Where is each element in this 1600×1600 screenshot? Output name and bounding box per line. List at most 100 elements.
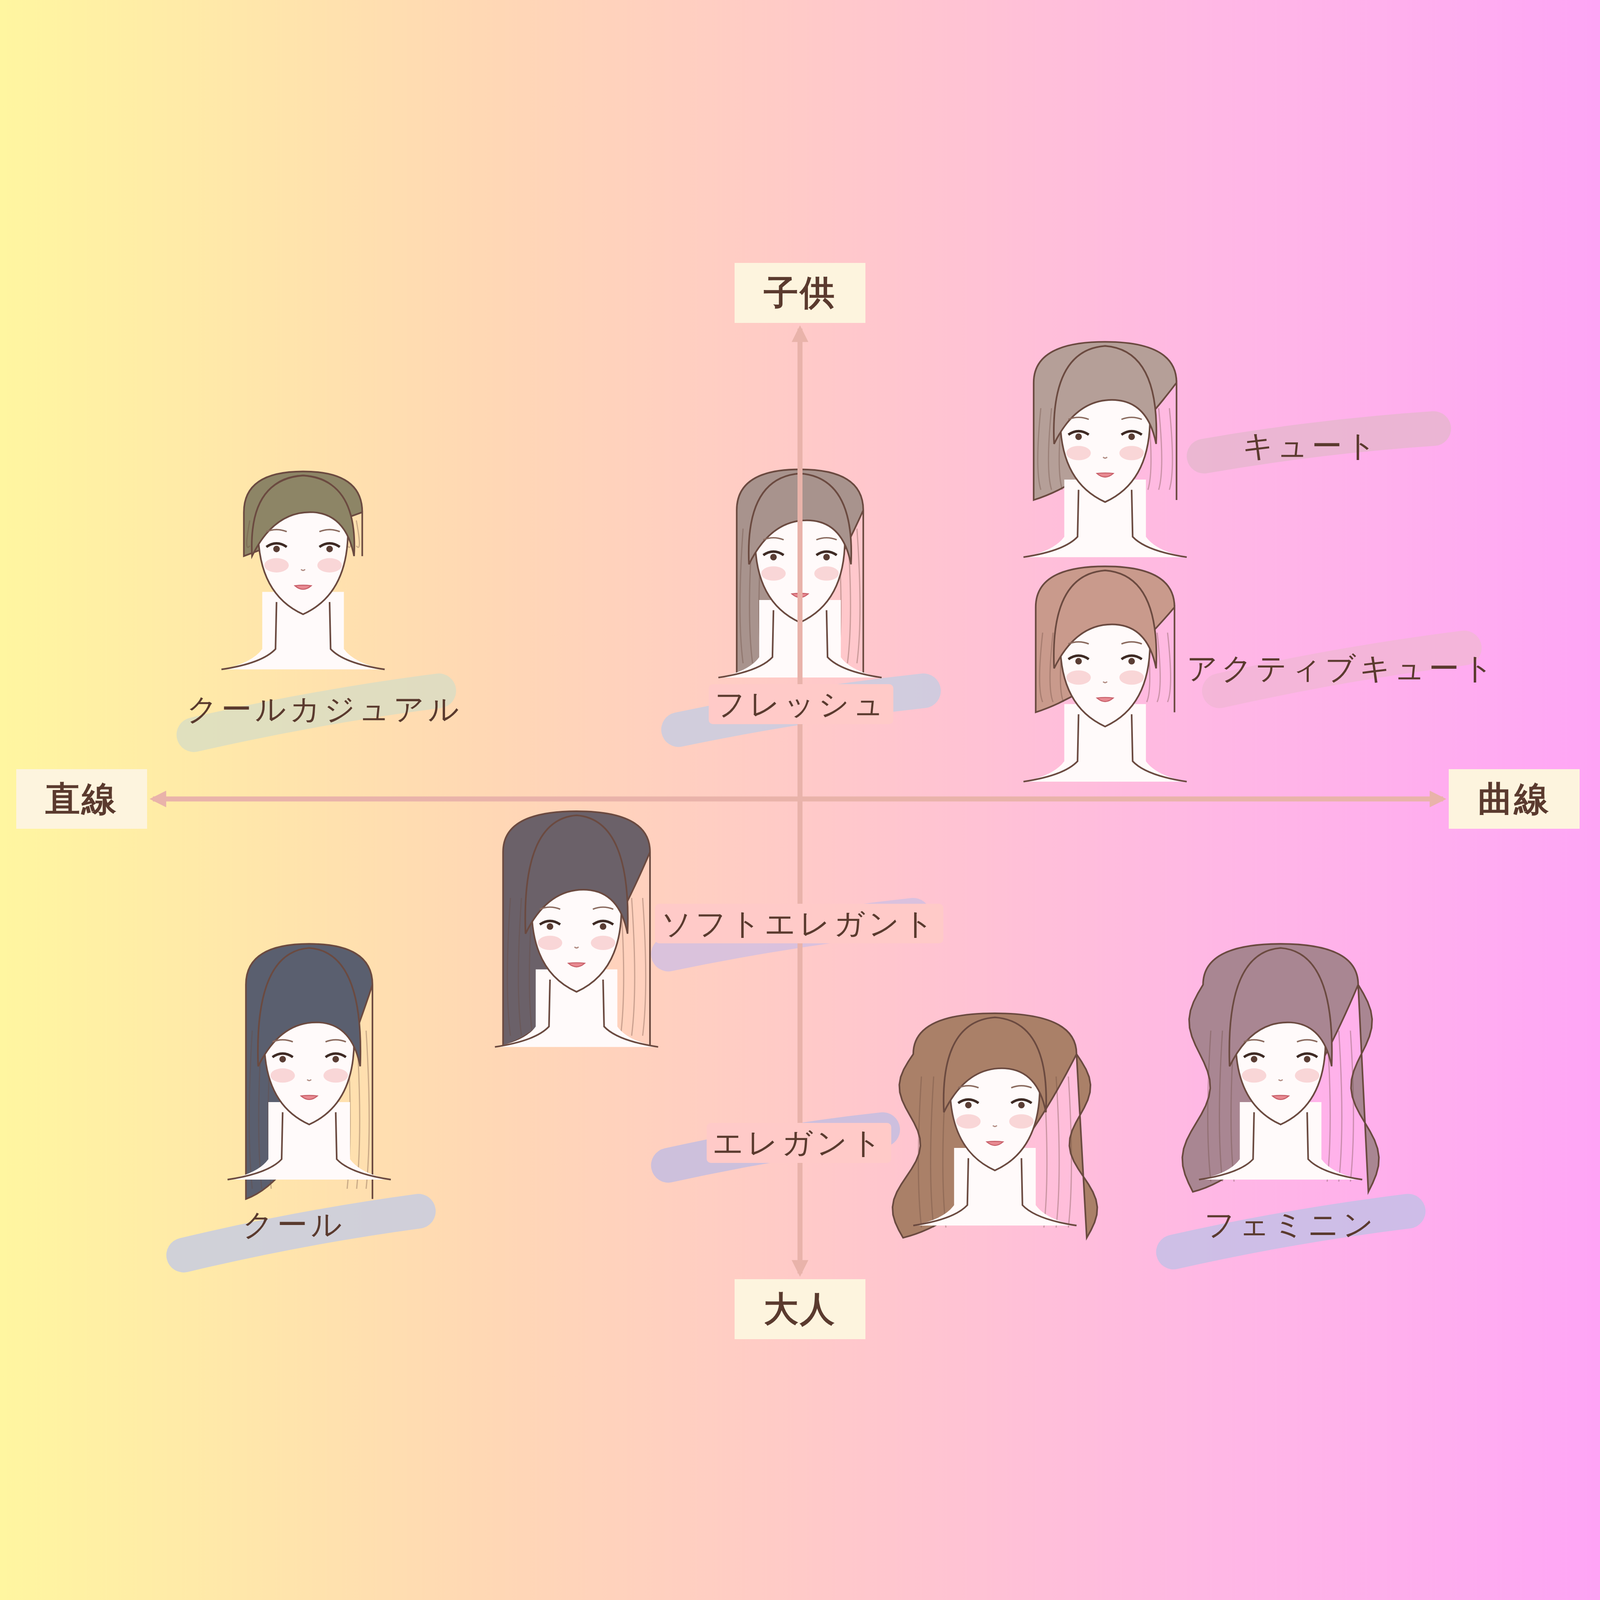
blush — [956, 1114, 981, 1129]
pupil — [1303, 1055, 1311, 1063]
hair-strand — [1219, 1030, 1223, 1182]
hair-strand — [1338, 1030, 1342, 1182]
blush — [1119, 670, 1145, 685]
face-figure — [892, 1013, 1098, 1238]
hair-bangs — [943, 1017, 1047, 1113]
style-type-label-holder: フェミニン — [1198, 1204, 1383, 1245]
hair-strand — [1037, 408, 1041, 490]
hair-strand — [1350, 1030, 1354, 1182]
nose — [307, 1079, 312, 1081]
eyebrow — [1297, 1040, 1318, 1043]
blush — [317, 558, 343, 573]
hair-strand — [1157, 632, 1160, 703]
hair-strand — [507, 897, 511, 1036]
blush — [264, 558, 289, 573]
hair-bangs — [525, 815, 628, 934]
eyebrow — [1243, 1040, 1265, 1043]
style-type-label: アクティブキュート — [1186, 650, 1498, 686]
blush — [590, 935, 616, 950]
style-type-label: クールカジュアル — [186, 691, 463, 727]
axis-label: 子供 — [763, 272, 837, 314]
pupil — [965, 1101, 972, 1109]
blush — [537, 935, 563, 950]
axis-label-box: 大人 — [734, 1279, 866, 1340]
pupil — [1128, 657, 1135, 665]
axis-label-box: 曲線 — [1448, 769, 1580, 830]
hair-strand — [246, 520, 250, 548]
nose — [574, 947, 579, 948]
face-figure — [1182, 943, 1380, 1192]
hair-strand — [930, 1076, 934, 1228]
hair-strand — [918, 1076, 922, 1228]
axis-label: 曲線 — [1477, 778, 1551, 820]
hair-strand — [249, 1030, 253, 1189]
lips — [1272, 1095, 1289, 1100]
pupil — [332, 1055, 340, 1063]
eyebrow — [1068, 641, 1089, 644]
eyebrow — [319, 529, 340, 532]
hair-strand — [1158, 408, 1162, 490]
brush-strokes — [183, 428, 1465, 1256]
nose — [1102, 457, 1108, 458]
hair-strand — [857, 528, 860, 664]
style-type-label-holder: エレガント — [706, 1122, 892, 1163]
blush — [814, 566, 839, 581]
style-type-label: フェミニン — [1204, 1206, 1378, 1243]
axis-label: 大人 — [763, 1288, 837, 1330]
blush — [761, 566, 786, 581]
face-figure — [227, 943, 391, 1199]
style-type-label: キュート — [1242, 427, 1380, 464]
hair-strand — [518, 897, 522, 1036]
eyebrow — [266, 529, 287, 532]
lips — [300, 1095, 318, 1100]
style-type-label: クール — [242, 1206, 346, 1243]
style-type-label: エレガント — [712, 1125, 886, 1161]
blush — [270, 1068, 295, 1083]
hair-bangs — [257, 947, 361, 1067]
pupil — [273, 545, 280, 553]
style-type-label-holder: キュート — [1236, 425, 1386, 466]
blush — [1066, 670, 1091, 685]
nose — [300, 569, 305, 571]
axis-label-box: 子供 — [734, 262, 866, 323]
face-figure — [1023, 566, 1187, 782]
lips — [568, 962, 585, 968]
pupil — [1018, 1101, 1025, 1109]
hair-strand — [1050, 632, 1053, 703]
style-type-label-holder: クールカジュアル — [180, 689, 469, 730]
lips — [295, 585, 312, 590]
eyebrow — [958, 1085, 979, 1088]
pupil — [1128, 433, 1135, 440]
hair-strand — [1039, 632, 1043, 703]
eyebrow — [325, 1040, 346, 1043]
hair-strand — [642, 897, 646, 1036]
pupil — [279, 1055, 287, 1063]
face-figure — [221, 471, 385, 670]
style-type-label: フレッシュ — [714, 686, 888, 722]
hair-back — [1182, 943, 1380, 1192]
hair-strand — [631, 897, 635, 1036]
eyebrow — [1011, 1085, 1032, 1088]
lips — [986, 1141, 1003, 1146]
nose — [1102, 681, 1108, 683]
pupil — [326, 545, 333, 553]
blush — [1295, 1068, 1320, 1083]
nose — [1278, 1079, 1283, 1081]
hair-back — [892, 1013, 1098, 1238]
pupil — [823, 553, 830, 561]
hair-bangs — [1053, 345, 1157, 444]
style-type-label: ソフトエレガント — [660, 905, 938, 942]
eyebrow — [592, 907, 614, 910]
face-figure — [495, 811, 659, 1048]
blush — [1066, 445, 1091, 460]
hair-strand — [1056, 1076, 1060, 1228]
pupil — [1250, 1055, 1258, 1063]
hair-strand — [366, 1030, 370, 1189]
nose — [992, 1125, 998, 1127]
face-figure — [1023, 341, 1187, 558]
hair-strand — [1048, 408, 1052, 490]
hair-strand — [740, 528, 743, 664]
